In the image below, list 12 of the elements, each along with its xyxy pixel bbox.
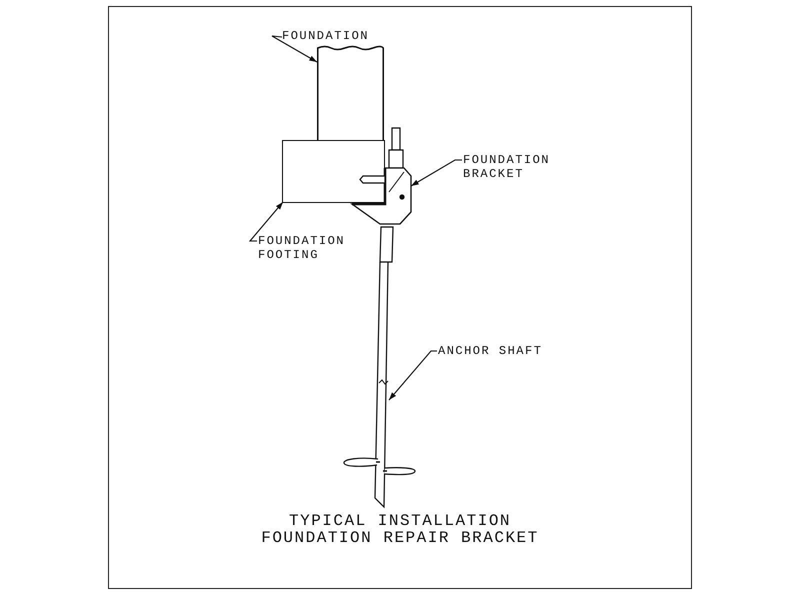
part-label: FOUNDATION FOOTING [258,234,358,262]
leader-line [388,350,437,400]
part-label: FOUNDATION [282,29,382,43]
part-label: ANCHOR SHAFT [438,344,542,358]
bracket-drawing [350,126,412,227]
part-label: FOUNDATION BRACKET [463,153,563,181]
caption: TYPICAL INSTALLATION FOUNDATION REPAIR BRACKET [260,513,540,547]
leader-line [410,159,462,186]
anchor-shaft-drawing [374,226,394,508]
leader-line [271,35,318,62]
leader-line [248,202,284,242]
foundation-wall [317,45,384,140]
